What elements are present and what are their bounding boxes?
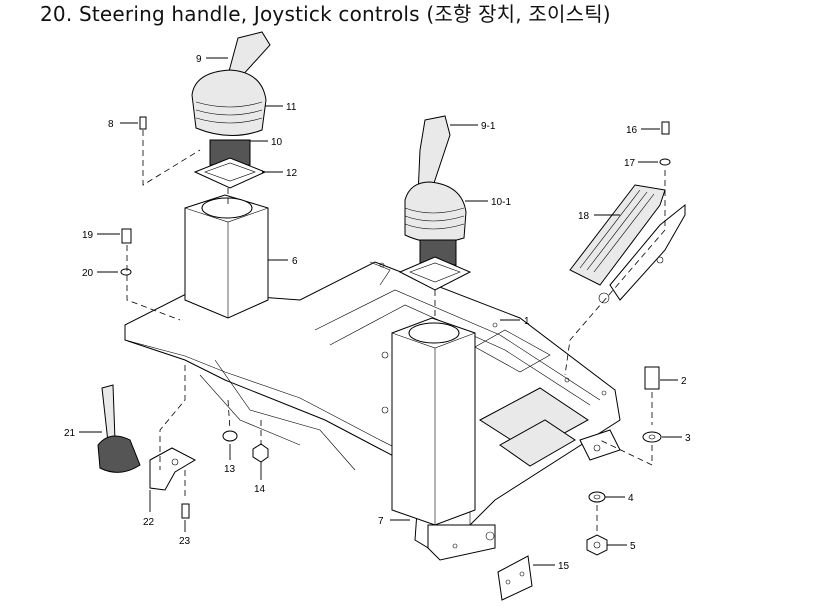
- joystick-right: [398, 115, 472, 291]
- callout-14: 14: [254, 484, 266, 495]
- callout-22: 22: [143, 517, 155, 528]
- hand-lever: [97, 384, 197, 491]
- callout-19: 19: [82, 230, 94, 241]
- callout-10: 10: [271, 137, 283, 148]
- callout-17: 17: [624, 158, 636, 169]
- callout-8: 8: [108, 119, 114, 130]
- bolt-19: [121, 228, 132, 244]
- callout-6: 6: [292, 256, 298, 267]
- callout-21: 21: [64, 428, 76, 439]
- nut-5: [586, 534, 608, 556]
- callout-9: 9: [196, 54, 202, 65]
- main-frame: [124, 261, 621, 556]
- callout-12: 12: [286, 168, 298, 179]
- plate-15: [497, 555, 533, 601]
- callout-2: 2: [681, 376, 687, 387]
- bolt-8: [139, 116, 147, 130]
- callout-9-1: 9-1: [481, 121, 496, 132]
- accelerator-pedal: [569, 184, 686, 304]
- callout-18: 18: [578, 211, 590, 222]
- washer-4: [588, 491, 606, 503]
- column-tube-7: [391, 317, 496, 561]
- callout-4: 4: [628, 493, 634, 504]
- bolt-23: [181, 503, 190, 519]
- callout-16: 16: [626, 125, 638, 136]
- callout-20: 20: [82, 268, 94, 279]
- callout-23: 23: [179, 536, 191, 547]
- callout-3: 3: [685, 433, 691, 444]
- washer-13: [222, 430, 238, 442]
- bolt-16: [661, 121, 670, 135]
- callout-13: 13: [224, 464, 236, 475]
- callout-1: 1: [524, 316, 530, 327]
- page-title: 20. Steering handle, Joystick controls (…: [40, 2, 611, 26]
- callout-7: 7: [378, 516, 384, 527]
- callout-5: 5: [630, 541, 636, 552]
- column-tube-6: [184, 194, 269, 319]
- washer-17: [659, 158, 671, 166]
- assembly-guides: [126, 130, 666, 535]
- callout-10-1: 10-1: [491, 197, 511, 208]
- nut-14: [252, 443, 269, 463]
- bolt-2: [644, 366, 660, 390]
- washer-3: [642, 431, 662, 443]
- callout-labels: 9 11 10 12 8 9-1 10-1 16 17 18 19 20 6 1…: [64, 54, 691, 572]
- callout-11: 11: [286, 102, 297, 113]
- leader-lines: [79, 57, 682, 566]
- callout-15: 15: [558, 561, 570, 572]
- joystick-left: [191, 31, 271, 189]
- washer-20: [120, 268, 132, 276]
